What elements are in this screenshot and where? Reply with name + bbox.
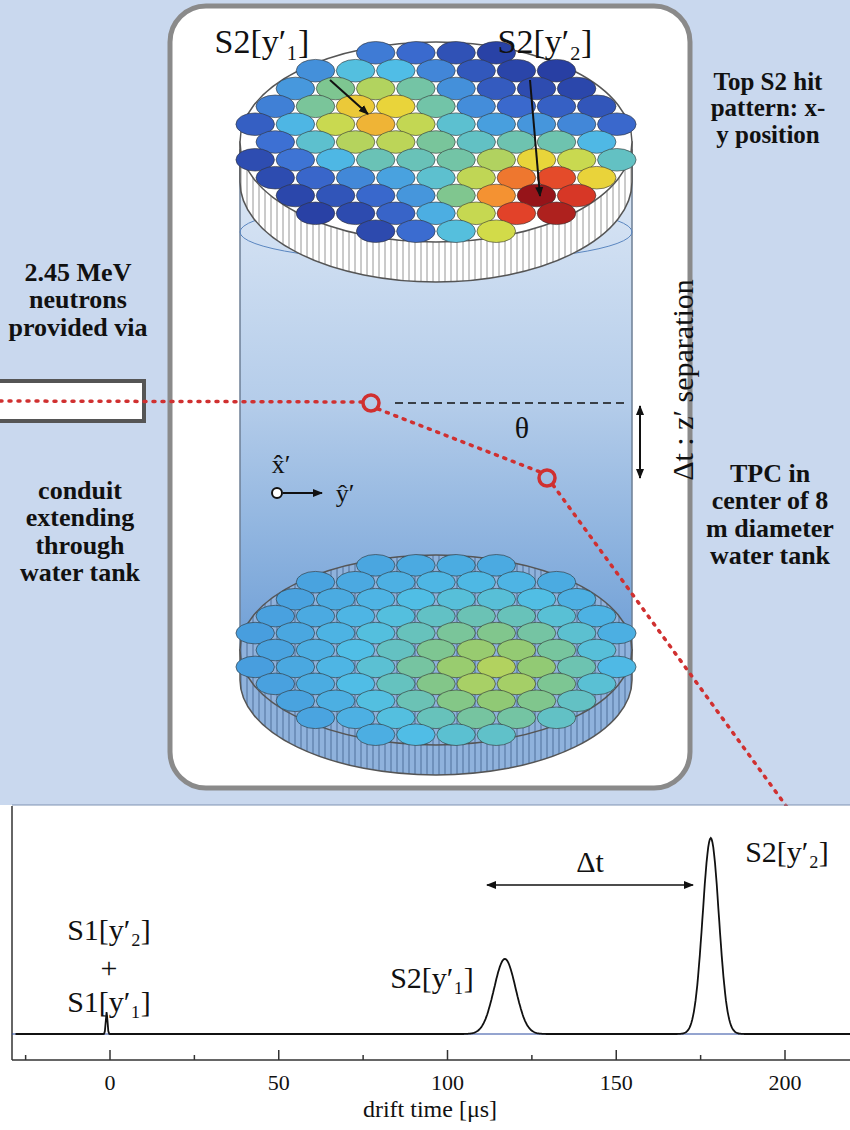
signal-label: Δt xyxy=(576,846,604,878)
pmt xyxy=(356,724,395,746)
pmt xyxy=(356,220,395,243)
axis-tick xyxy=(784,1050,786,1060)
signal-label: S2[y′₁] xyxy=(390,962,474,994)
pmt xyxy=(437,724,476,746)
neutron-path xyxy=(378,409,540,472)
pmt xyxy=(437,220,476,243)
annotation: 2.45 MeV neutrons provided via xyxy=(4,259,152,341)
signal-label: + xyxy=(101,952,118,984)
tick-label: 150 xyxy=(600,1071,633,1094)
axis-tick xyxy=(278,1050,280,1060)
pmt xyxy=(537,202,576,225)
scatter-vertex xyxy=(539,470,555,486)
annotation: Top S2 hit pattern: x-y position xyxy=(708,69,828,148)
tick-label: 200 xyxy=(769,1071,802,1094)
pmt xyxy=(397,220,436,243)
tick-label: 0 xyxy=(105,1071,116,1094)
axis-label: x̂′ xyxy=(272,451,291,478)
axis-tick xyxy=(362,1055,364,1060)
pmt xyxy=(477,220,516,243)
axis-tick xyxy=(700,1055,702,1060)
signal-label: S1[y′₂] xyxy=(67,914,151,946)
signal-label: S2[y′₂] xyxy=(498,24,593,60)
signal-label: S2[y′₁] xyxy=(215,24,310,60)
tick-label: 50 xyxy=(268,1071,290,1094)
signal-label: S2[y′₂] xyxy=(745,836,829,868)
axis-tick xyxy=(531,1055,533,1060)
x-axis-symbol xyxy=(272,488,282,498)
pmt xyxy=(296,707,335,729)
top-array-face xyxy=(240,42,632,242)
water-background xyxy=(0,0,850,805)
annotation: conduit extending through water tank xyxy=(5,477,155,586)
y-axis-arrow xyxy=(283,492,322,494)
leader-line xyxy=(530,80,540,196)
neutron-path xyxy=(0,401,364,402)
pmt xyxy=(397,724,436,746)
pmt xyxy=(537,707,576,729)
pmt xyxy=(477,724,516,746)
angle-label: θ xyxy=(515,412,529,444)
plot-area xyxy=(12,806,850,1060)
z-separation-arrow xyxy=(639,406,641,478)
axis-tick xyxy=(109,1050,111,1060)
scatter-vertex xyxy=(363,395,379,411)
signal-label: S1[y′₁] xyxy=(67,986,151,1018)
panel-border xyxy=(12,805,850,806)
dimension-label: Δt : z′ separation xyxy=(667,279,699,481)
axis-tick xyxy=(194,1055,196,1060)
waveform xyxy=(16,838,850,1034)
axis-label: ŷ′ xyxy=(336,480,355,507)
plot-axis xyxy=(12,1059,850,1061)
cryostat-box xyxy=(170,6,690,788)
axis-title: drift time [μs] xyxy=(363,1097,497,1122)
pmt xyxy=(296,202,335,225)
tick-label: 100 xyxy=(431,1071,464,1094)
axis-tick xyxy=(25,1055,27,1060)
axis-tick xyxy=(616,1050,618,1060)
leader-line xyxy=(330,80,368,114)
bottom-array-face xyxy=(240,555,632,745)
dt-arrow xyxy=(487,884,693,886)
reference-line xyxy=(395,402,625,404)
axis-tick xyxy=(447,1050,449,1060)
annotation: TPC in center of 8 m diameter water tank xyxy=(700,460,840,569)
plot-axis xyxy=(11,806,13,1060)
